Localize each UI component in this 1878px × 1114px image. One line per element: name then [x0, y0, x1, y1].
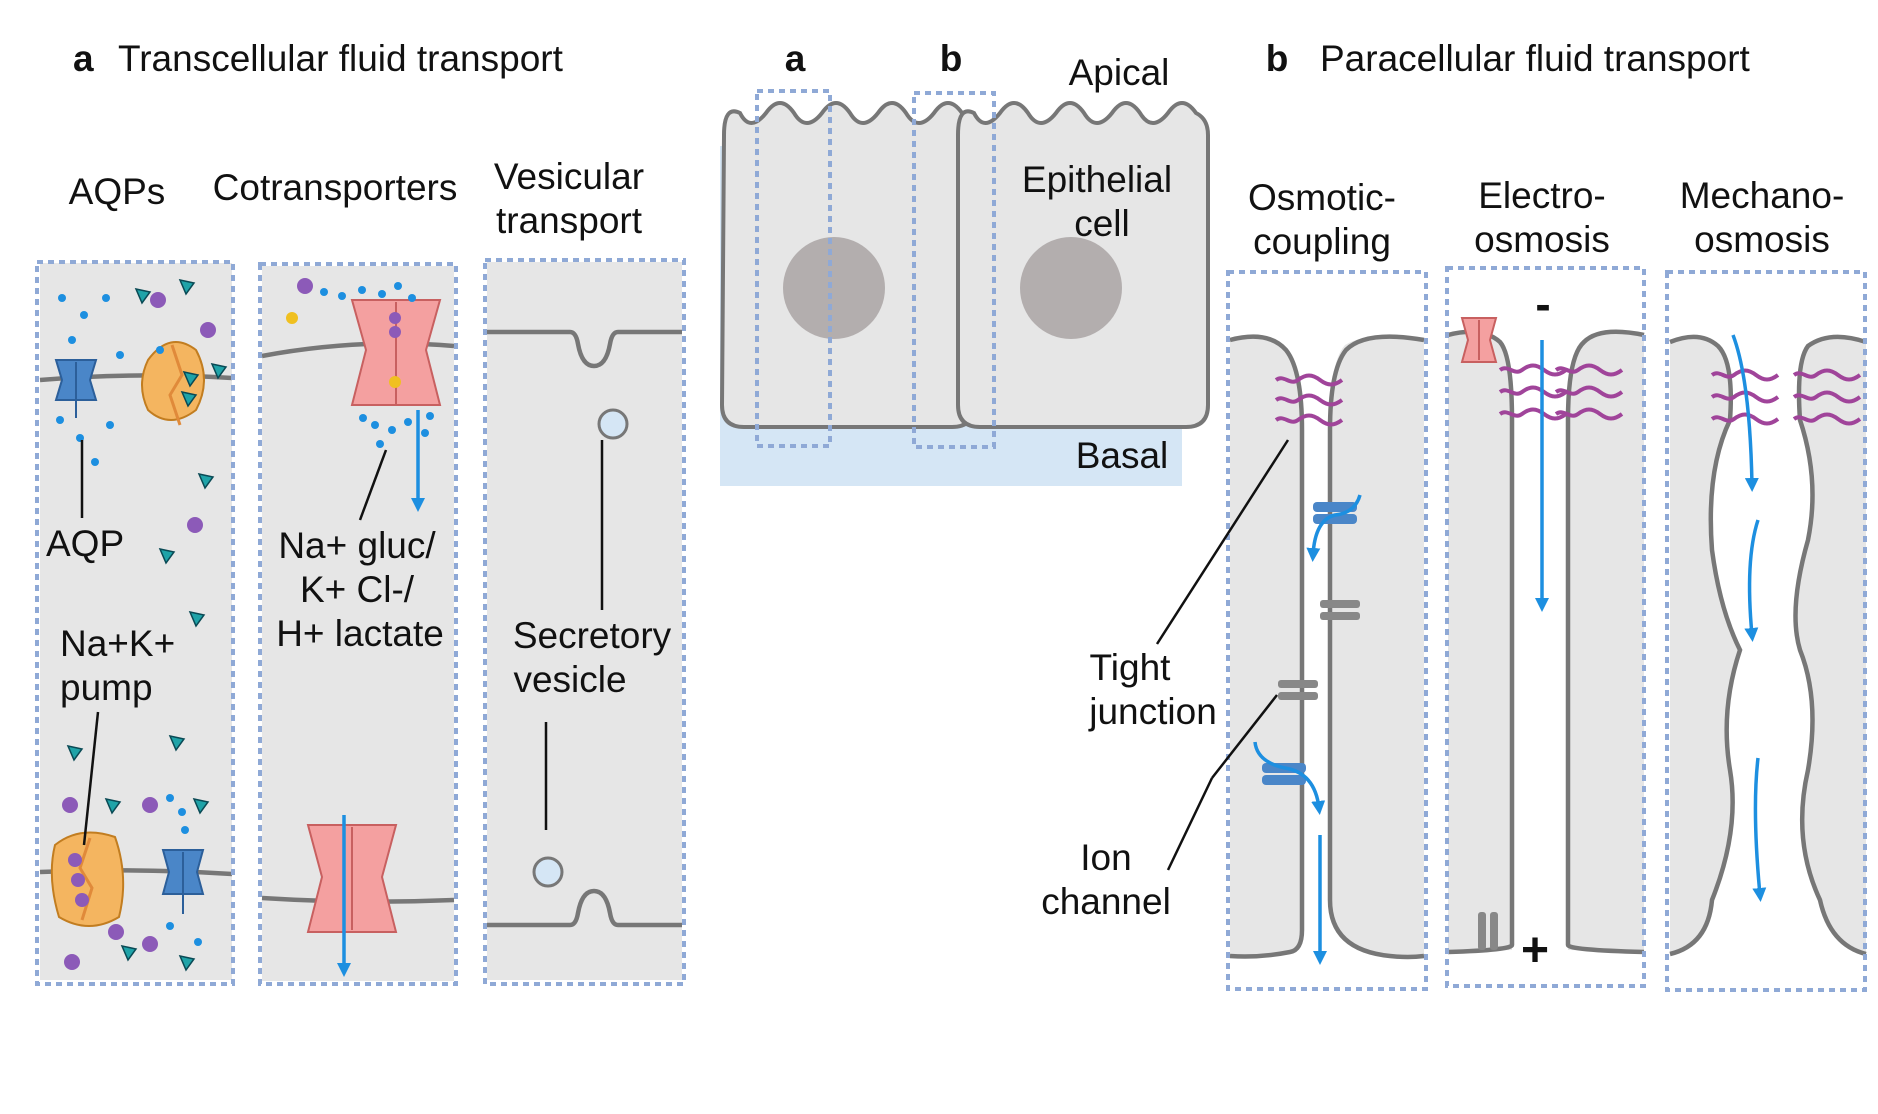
- ion-channel-label-1: Ion: [1080, 837, 1131, 878]
- ion-channel-gray-1: [1320, 600, 1360, 620]
- aqp-channel-bottom: [161, 849, 205, 914]
- epithelial-cell-label-2: cell: [1074, 203, 1130, 244]
- cotransporter-label-1: Na+ gluc/: [278, 525, 436, 566]
- ion-channel-label-2: channel: [1041, 881, 1171, 922]
- aqp-column: AQP Na+K+ pump: [35, 260, 235, 986]
- col-mechano-label-2: osmosis: [1694, 219, 1830, 260]
- nucleus-left: [783, 237, 885, 339]
- aqp-label: AQP: [46, 523, 124, 564]
- basal-label: Basal: [1076, 435, 1169, 476]
- molecules-cotransporter-column: [286, 278, 434, 448]
- apical-label: Apical: [1069, 52, 1170, 93]
- vesicle-label-2: vesicle: [513, 659, 626, 700]
- osmotic-coupling-column: [1226, 270, 1428, 991]
- col-transport-label: transport: [496, 200, 643, 241]
- epithelial-cell-label-1: Epithelial: [1022, 159, 1172, 200]
- col-mechano-label-1: Mechano-: [1680, 175, 1845, 216]
- nucleus-right: [1020, 237, 1122, 339]
- panel-a-title: Transcellular fluid transport: [118, 38, 564, 79]
- cotransporter-label-2: K+ Cl-/: [300, 569, 415, 610]
- pump-bottom: [50, 831, 125, 927]
- panel-b-letter: b: [1266, 38, 1289, 79]
- molecules-aqp-column: [56, 279, 227, 971]
- pump-label-1: Na+K+: [60, 623, 175, 664]
- secretory-vesicle-bottom: [532, 856, 564, 888]
- cotransporter-label-3: H+ lactate: [276, 613, 444, 654]
- col-vesicular-label: Vesicular: [494, 156, 644, 197]
- mechano-osmosis-column: [1665, 270, 1867, 992]
- cotransporter-electro: [1460, 317, 1498, 363]
- electro-osmosis-column: - +: [1445, 266, 1646, 988]
- overview-box-b: [912, 91, 996, 449]
- plus-sign: +: [1521, 924, 1549, 977]
- tight-junction-label-1: Tight: [1090, 647, 1172, 688]
- col-electro-label-2: osmosis: [1474, 219, 1610, 260]
- col-electro-label-1: Electro-: [1478, 175, 1605, 216]
- overview-marker-b: b: [940, 38, 963, 79]
- col-osmotic-label-1: Osmotic-: [1248, 177, 1396, 218]
- vesicular-column: Secretory vesicle: [483, 258, 686, 986]
- vesicle-label-1: Secretory: [513, 615, 672, 656]
- panel-b: b Paracellular fluid transport Osmotic- …: [1041, 38, 1867, 992]
- cotransporter-top: [350, 299, 442, 406]
- col-aqps-label: AQPs: [69, 171, 166, 212]
- panel-a: a Transcellular fluid transport AQPs Cot…: [35, 38, 686, 986]
- panel-a-letter: a: [73, 38, 94, 79]
- ion-channel-gray-2: [1278, 680, 1318, 700]
- tight-junction-label-2: junction: [1088, 691, 1217, 732]
- overview-box-a: [755, 89, 832, 448]
- overview-marker-a: a: [785, 38, 806, 79]
- col-cotransporters-label: Cotransporters: [213, 167, 458, 208]
- secretory-vesicle-top: [597, 408, 629, 440]
- minus-sign: -: [1535, 278, 1550, 330]
- ion-channel-gray-3: [1478, 912, 1498, 950]
- overview-epithelium: a b Apical Epithelial cell Basal: [719, 38, 1210, 486]
- aqp-channel-top: [54, 359, 98, 418]
- pump-label-2: pump: [60, 667, 153, 708]
- cotransporter-column: Na+ gluc/ K+ Cl-/ H+ lactate: [258, 262, 458, 986]
- col-osmotic-label-2: coupling: [1253, 221, 1391, 262]
- panel-b-title: Paracellular fluid transport: [1320, 38, 1751, 79]
- cotransporter-bottom: [306, 824, 398, 933]
